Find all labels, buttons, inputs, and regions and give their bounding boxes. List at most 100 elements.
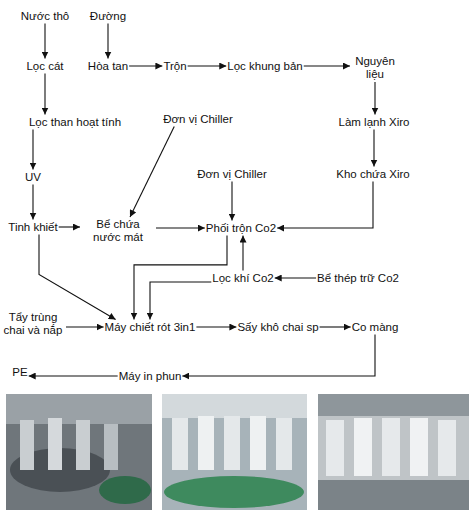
process-step: Co màng (352, 321, 399, 334)
flow-arrow (59, 226, 80, 227)
flow-arrow (320, 326, 351, 327)
flow-arrow (196, 326, 236, 327)
machine-photo (162, 394, 307, 510)
filling-valve (276, 418, 292, 470)
step-label: Bể chứa nước mát (81, 218, 155, 244)
step-label: Lọc cát (26, 60, 63, 73)
machine-photo (318, 394, 469, 510)
machine-photo (6, 394, 152, 510)
step-label: Tẩy trùng chai và nắp (1, 311, 65, 337)
flow-arrow (32, 130, 33, 170)
step-label: Đơn vị Chiller (163, 113, 233, 126)
photo-background (318, 394, 469, 510)
filling-valve (48, 418, 62, 470)
rotary-table (164, 476, 304, 508)
filling-valve (104, 424, 118, 470)
process-step: Máy in phun (119, 370, 182, 383)
flow-arrow (188, 65, 227, 66)
step-label: PE (12, 366, 27, 379)
process-step: Kho chứa Xiro (336, 168, 410, 181)
flow-arrow (156, 227, 205, 228)
star-wheel (99, 476, 151, 504)
flow-arrow (44, 24, 45, 59)
step-label: Đường (90, 10, 126, 23)
machine-frame (318, 394, 469, 416)
filling-valve (198, 416, 214, 470)
step-label: Máy in phun (119, 370, 182, 383)
step-label: Co màng (352, 321, 399, 334)
process-step: Lọc khung bản (227, 60, 302, 73)
flow-arrow (275, 277, 316, 278)
process-step: Tẩy trùng chai và nắp (1, 311, 65, 337)
process-step: PE (12, 366, 27, 379)
process-step: UV (25, 171, 41, 184)
flow-arrow (182, 335, 375, 377)
filling-valve (20, 420, 34, 470)
process-step: Sấy khô chai sp (237, 321, 318, 334)
flow-arrow (29, 375, 118, 376)
filling-valve (224, 416, 240, 470)
flow-arrow (39, 235, 116, 320)
filling-valve (410, 418, 428, 476)
flow-arrow (304, 65, 350, 66)
machine-base (318, 480, 469, 510)
process-step: Trộn (163, 60, 186, 73)
flow-arrow (130, 127, 174, 218)
flow-arrow (150, 282, 211, 320)
flow-arrow (32, 185, 33, 220)
filling-valve (438, 420, 456, 476)
photo-background (6, 394, 152, 510)
process-step: Nguyên liệu (351, 55, 399, 81)
filling-valve (382, 418, 400, 476)
filling-valve (326, 420, 344, 476)
flow-arrow (242, 236, 243, 271)
machine-frame (6, 394, 152, 424)
process-step: Máy chiết rót 3in1 (105, 321, 196, 334)
flow-arrow (107, 24, 108, 59)
flow-arrow (44, 74, 45, 115)
process-step: Hòa tan (88, 60, 128, 73)
step-label: Nguyên liệu (351, 55, 399, 81)
photo-background (162, 394, 307, 510)
flow-arrow (374, 82, 375, 115)
flow-arrow (231, 182, 232, 221)
flow-arrow (373, 130, 374, 167)
step-label: UV (25, 171, 41, 184)
process-step: Lọc cát (26, 60, 63, 73)
step-label: Lọc than hoạt tính (29, 116, 121, 129)
process-step: Đơn vị Chiller (163, 113, 233, 126)
flow-arrow (134, 236, 227, 320)
step-label: Kho chứa Xiro (336, 168, 410, 181)
flow-arrow (277, 182, 373, 229)
step-label: Lọc khí Co2 (212, 272, 273, 285)
filling-valve (354, 418, 372, 476)
filling-valve (76, 420, 90, 470)
step-label: Tinh khiết (8, 221, 57, 234)
step-label: Bể thép trữ Co2 (317, 272, 399, 285)
step-label: Nước thô (21, 10, 69, 23)
step-label: Hòa tan (88, 60, 128, 73)
flow-arrow (66, 326, 104, 327)
process-step: Bể chứa nước mát (81, 218, 155, 244)
step-label: Lọc khung bản (227, 60, 302, 73)
process-step: Lọc khí Co2 (212, 272, 273, 285)
process-step: Tinh khiết (8, 221, 57, 234)
step-label: Phối trộn Co2 (206, 222, 276, 235)
filling-valve (172, 418, 188, 470)
step-label: Đơn vị Chiller (197, 168, 267, 181)
process-step: Đường (90, 10, 126, 23)
process-step: Làm lạnh Xiro (339, 116, 410, 129)
step-label: Làm lạnh Xiro (339, 116, 410, 129)
machine-frame (162, 394, 307, 418)
process-step: Đơn vị Chiller (197, 168, 267, 181)
process-step: Phối trộn Co2 (206, 222, 276, 235)
step-label: Trộn (163, 60, 186, 73)
process-step: Bể thép trữ Co2 (317, 272, 399, 285)
flow-arrow (129, 65, 162, 66)
step-label: Máy chiết rót 3in1 (105, 321, 196, 334)
filling-valve (250, 416, 266, 470)
process-step: Lọc than hoạt tính (29, 116, 121, 129)
